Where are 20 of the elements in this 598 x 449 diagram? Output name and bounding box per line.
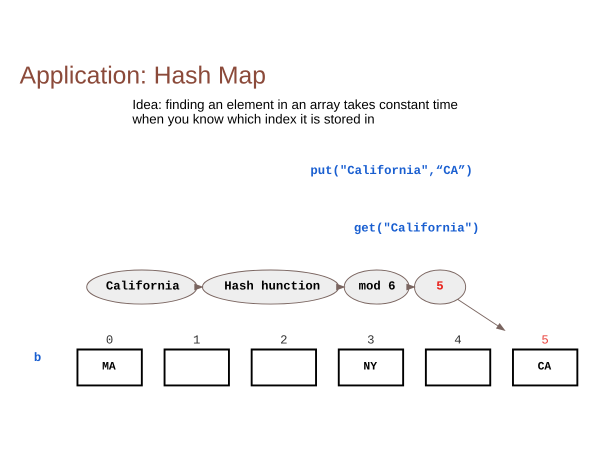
node-label: 1 xyxy=(192,332,200,347)
label: put("California",“CA”) xyxy=(310,163,473,178)
arrow xyxy=(457,298,506,331)
node-box xyxy=(250,348,317,386)
node-box: NY xyxy=(338,348,404,386)
node-label: 2 xyxy=(280,332,288,347)
node-box xyxy=(424,348,492,386)
diagram-title: Application: Hash Map xyxy=(20,62,266,89)
label: b xyxy=(34,350,42,365)
node-label: 5 xyxy=(541,332,549,347)
node-box: MA xyxy=(76,348,143,386)
node-label: 0 xyxy=(106,332,114,347)
node-label: 4 xyxy=(454,332,462,347)
label: Idea: finding an element in an array takes constant time when you know which index it is stored in xyxy=(132,96,458,126)
node-label: 3 xyxy=(367,332,375,347)
arrow xyxy=(406,283,416,290)
node-box: CA xyxy=(512,348,578,386)
node-box xyxy=(164,348,230,386)
node-ellipse: 5 xyxy=(414,269,466,304)
label: get("California") xyxy=(354,221,480,236)
